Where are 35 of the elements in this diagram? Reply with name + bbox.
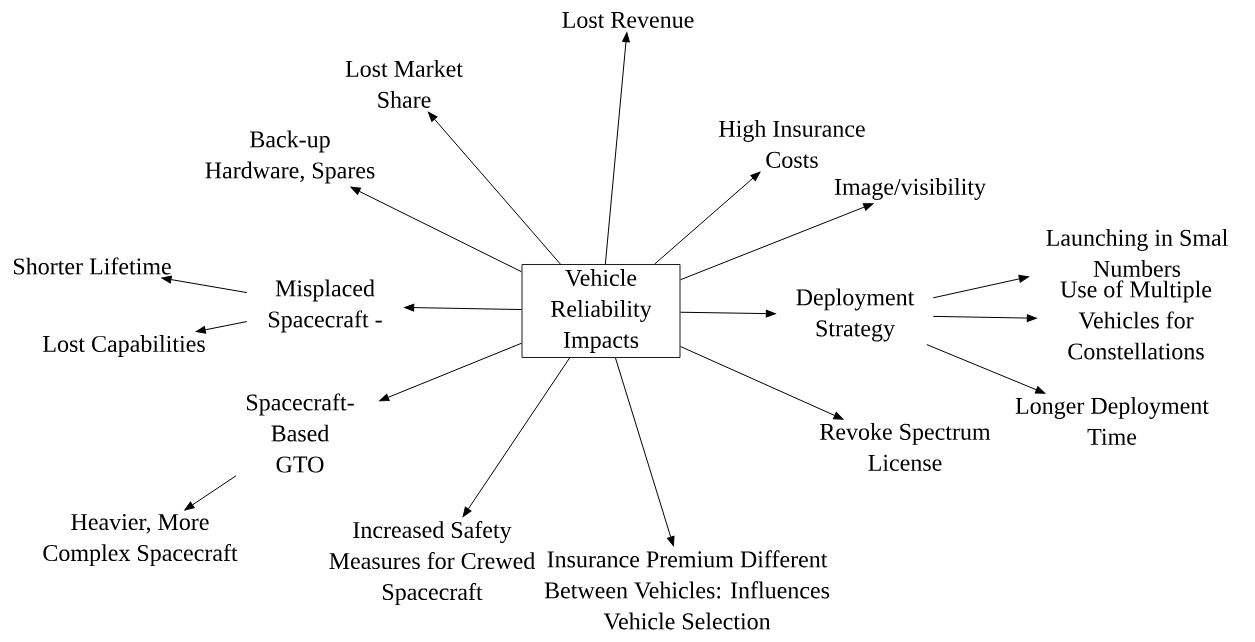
node-label: Longer Deployment Time xyxy=(1015,397,1209,445)
arrow xyxy=(654,171,761,265)
node-label: Revoke Spectrum License xyxy=(820,423,991,471)
arrow xyxy=(679,203,874,281)
center-box: Vehicle Reliability Impacts xyxy=(521,264,681,358)
node-label: Lost Market Share xyxy=(345,60,463,108)
node-label: Lost Revenue xyxy=(562,12,694,28)
node-label: Back-up Hardware, Spares xyxy=(205,130,375,184)
arrow xyxy=(379,342,523,402)
arrow xyxy=(161,275,248,294)
arrow xyxy=(614,357,675,547)
node-label: Insurance Premium Different Between Vehicles: Influences Vehicle Selection xyxy=(544,550,830,630)
arrow xyxy=(195,321,248,334)
arrow xyxy=(932,274,1029,299)
node-label: High Insurance Costs xyxy=(719,120,865,168)
node-label: Shorter Lifetime xyxy=(13,257,171,275)
arrow xyxy=(404,303,523,312)
arrow xyxy=(932,314,1037,322)
node-label: Misplaced Spacecraft - xyxy=(269,279,382,333)
node-label: Lost Capabilities xyxy=(43,335,205,357)
node-label: Use of Multiple Vehicles for Constellations xyxy=(1060,280,1212,360)
arrow xyxy=(604,32,630,265)
node-label: Image/visibility xyxy=(834,178,986,200)
node-label: Heavier, More Complex Spacecraft xyxy=(43,514,238,566)
arrow xyxy=(350,186,523,273)
node-label: Deployment Strategy xyxy=(796,288,915,342)
arrow xyxy=(679,346,844,420)
node-label: Spacecraft-Based GTO xyxy=(247,393,354,473)
arrow xyxy=(926,344,1046,394)
arrow xyxy=(679,309,776,318)
node-label: Launching in Smal Numbers xyxy=(1046,229,1228,277)
arrow xyxy=(427,111,561,265)
arrow xyxy=(462,357,571,518)
node-label: Increased Safety Measures for Crewed Spacecraft xyxy=(329,521,535,605)
arrow xyxy=(184,475,237,511)
